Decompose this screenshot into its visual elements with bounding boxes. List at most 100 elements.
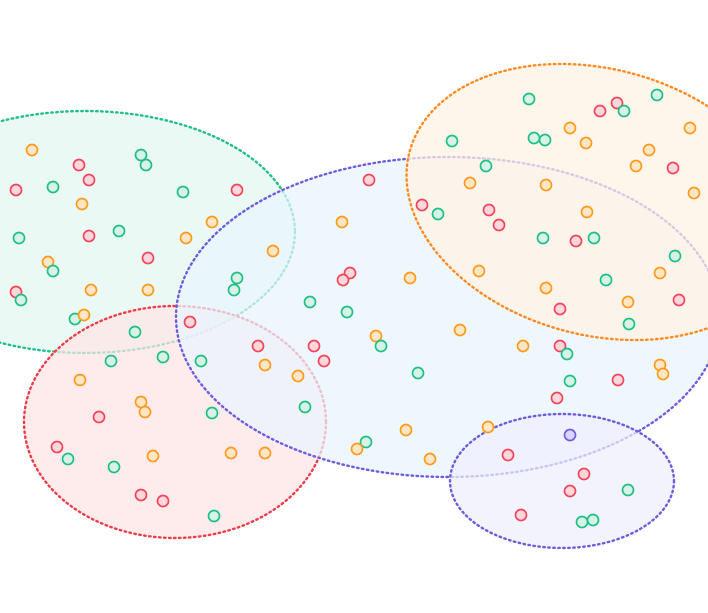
scatter-point-green-23 xyxy=(230,271,244,285)
scatter-point-orange-42 xyxy=(224,446,238,460)
scatter-point-green-16 xyxy=(46,264,60,278)
scatter-point-purple-111 xyxy=(563,428,577,442)
scatter-point-orange-0 xyxy=(25,143,39,157)
scatter-point-green-79 xyxy=(617,104,631,118)
scatter-point-red-112 xyxy=(501,448,515,462)
scatter-point-red-109 xyxy=(553,302,567,316)
scatter-point-red-17 xyxy=(141,251,155,265)
scatter-point-green-20 xyxy=(14,293,28,307)
scatter-point-green-29 xyxy=(104,354,118,368)
scatter-point-orange-103 xyxy=(472,264,486,278)
scatter-point-green-70 xyxy=(560,347,574,361)
scatter-point-orange-81 xyxy=(683,121,697,135)
scatter-point-orange-92 xyxy=(539,178,553,192)
scatter-point-orange-98 xyxy=(580,205,594,219)
scatter-point-red-108 xyxy=(672,293,686,307)
scatter-point-orange-49 xyxy=(335,215,349,229)
scatter-point-orange-67 xyxy=(481,420,495,434)
scatter-point-green-30 xyxy=(156,350,170,364)
scatter-point-green-6 xyxy=(46,180,60,194)
scatter-point-green-24 xyxy=(227,283,241,297)
scatter-point-orange-21 xyxy=(84,283,98,297)
scatter-point-red-32 xyxy=(251,339,265,353)
purple-cluster-ellipse xyxy=(448,412,676,550)
scatter-point-red-9 xyxy=(230,183,244,197)
scatter-point-orange-55 xyxy=(369,329,383,343)
scatter-point-green-71 xyxy=(563,374,577,388)
scatter-point-red-77 xyxy=(593,104,607,118)
scatter-point-orange-85 xyxy=(563,121,577,135)
scatter-point-orange-104 xyxy=(653,266,667,280)
scatter-point-orange-22 xyxy=(141,283,155,297)
scatter-point-green-27 xyxy=(128,325,142,339)
scatter-point-red-89 xyxy=(666,161,680,175)
scatter-point-orange-66 xyxy=(423,452,437,466)
scatter-point-red-46 xyxy=(156,494,170,508)
scatter-point-green-118 xyxy=(586,513,600,527)
scatter-point-red-72 xyxy=(550,391,564,405)
scatter-point-orange-13 xyxy=(179,231,193,245)
scatter-point-red-100 xyxy=(569,234,583,248)
scatter-point-green-80 xyxy=(650,88,664,102)
scatter-point-green-61 xyxy=(411,366,425,380)
scatter-point-red-69 xyxy=(553,339,567,353)
scatter-point-orange-14 xyxy=(205,215,219,229)
scatter-point-green-63 xyxy=(359,435,373,449)
cluster-regions xyxy=(0,62,708,550)
scatter-point-red-114 xyxy=(563,484,577,498)
scatter-point-orange-26 xyxy=(77,308,91,322)
scatter-point-orange-91 xyxy=(463,176,477,190)
scatter-point-green-56 xyxy=(374,339,388,353)
scatter-point-green-90 xyxy=(479,159,493,173)
scatter-point-red-2 xyxy=(82,173,96,187)
scatter-point-red-57 xyxy=(307,339,321,353)
scatter-point-green-82 xyxy=(445,134,459,148)
scatter-point-green-101 xyxy=(587,231,601,245)
scatter-point-green-40 xyxy=(61,452,75,466)
scatter-point-orange-106 xyxy=(539,281,553,295)
scatter-point-red-48 xyxy=(362,173,376,187)
scatter-point-green-44 xyxy=(107,460,121,474)
scatter-point-green-117 xyxy=(575,515,589,529)
scatter-point-orange-36 xyxy=(138,405,152,419)
scatter-point-red-28 xyxy=(183,315,197,329)
scatter-point-green-99 xyxy=(536,231,550,245)
scatter-point-orange-64 xyxy=(350,442,364,456)
scatter-point-orange-86 xyxy=(579,136,593,150)
scatter-point-red-37 xyxy=(92,410,106,424)
scatter-point-red-73 xyxy=(611,373,625,387)
scatter-point-green-3 xyxy=(134,148,148,162)
scatter-point-orange-107 xyxy=(621,295,635,309)
scatter-point-green-47 xyxy=(207,509,221,523)
scatter-point-orange-62 xyxy=(453,323,467,337)
scatter-point-orange-18 xyxy=(266,244,280,258)
scatter-point-red-58 xyxy=(317,354,331,368)
scatter-point-red-11 xyxy=(82,229,96,243)
scatter-point-green-102 xyxy=(668,249,682,263)
scatter-point-red-113 xyxy=(577,467,591,481)
scatter-point-orange-34 xyxy=(73,373,87,387)
scatter-point-orange-65 xyxy=(399,423,413,437)
scatter-point-green-10 xyxy=(12,231,26,245)
scatter-point-green-105 xyxy=(599,273,613,287)
scatter-point-green-84 xyxy=(538,133,552,147)
scatter-point-red-51 xyxy=(336,273,350,287)
scatter-point-green-12 xyxy=(112,224,126,238)
scatter-point-green-31 xyxy=(194,354,208,368)
scatter-point-red-78 xyxy=(610,96,624,110)
scatter-point-orange-41 xyxy=(146,449,160,463)
scatter-point-red-116 xyxy=(514,508,528,522)
scatter-point-orange-88 xyxy=(629,159,643,173)
scatter-point-green-8 xyxy=(176,185,190,199)
scatter-point-green-95 xyxy=(431,207,445,221)
scatter-point-orange-87 xyxy=(642,143,656,157)
scatter-point-orange-7 xyxy=(75,197,89,211)
scatter-point-green-110 xyxy=(622,317,636,331)
scatter-point-red-39 xyxy=(50,440,64,454)
scatter-point-red-94 xyxy=(415,198,429,212)
scatter-point-green-54 xyxy=(340,305,354,319)
scatter-point-orange-43 xyxy=(258,446,272,460)
scatter-point-red-97 xyxy=(492,218,506,232)
scatter-point-green-60 xyxy=(298,400,312,414)
